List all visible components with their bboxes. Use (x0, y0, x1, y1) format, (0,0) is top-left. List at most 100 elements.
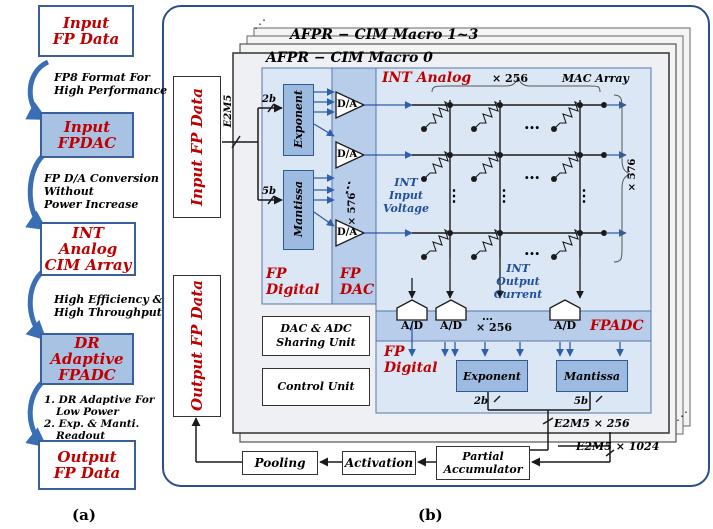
mac-node (497, 152, 503, 158)
activation-block: Activation (342, 451, 416, 475)
mac-node (551, 126, 557, 132)
input-voltage-line: INT (394, 176, 418, 189)
dac-label-3: D/A (337, 227, 358, 238)
flow-note-fp8: FP8 Format For High Performance (54, 71, 167, 97)
mac-array-grid (412, 100, 627, 260)
mac-row-dots-1: ⋮ (446, 186, 462, 205)
note-line: High Efficiency & (54, 293, 163, 306)
step-line: Adaptive (50, 350, 124, 368)
mac-node (497, 230, 503, 236)
mac-node (421, 126, 427, 132)
dac-label-1: D/A (337, 99, 358, 110)
mac-resistor (423, 100, 451, 130)
mac-col-dots-2: … (524, 164, 540, 183)
note-line: High Performance (54, 84, 168, 97)
adc-to-digital-arrows (408, 322, 624, 357)
panel-b-caption: (b) (418, 506, 443, 524)
mac-node (577, 102, 583, 108)
step-line: INT (72, 224, 104, 242)
adc-count: × 256 (476, 321, 513, 334)
step-line: CIM Array (44, 256, 132, 274)
input-fp-data-box (173, 76, 221, 218)
fp-dac-line: DAC (340, 282, 375, 298)
mac-col-dots-3: … (524, 240, 540, 259)
bits-exp-out-label: 2b (474, 396, 488, 407)
mac-resistor (423, 228, 451, 258)
dac-triangles (335, 90, 366, 248)
output-fp-data-label: Output FP Data (188, 280, 206, 411)
step-line: FPADC (58, 366, 116, 384)
mac-resistor (553, 100, 581, 130)
mac-resistor (473, 100, 501, 130)
note-line: Low Power (56, 406, 119, 418)
mac-row-dots-3: ⋮ (576, 186, 592, 205)
step-line: Input (62, 14, 110, 32)
partial-acc-line: Accumulator (443, 463, 523, 476)
flow-note-efficiency: High Efficiency & High Throughput (54, 293, 162, 319)
macro-front-title: AFPR − CIM Macro 0 (266, 50, 433, 66)
adc-shape-3 (549, 299, 581, 321)
fp-digital-out-line: Digital (384, 360, 438, 376)
e2m5-1024-label: E2M5 × 1024 (576, 440, 660, 453)
row-end-dot (601, 152, 607, 158)
dac-adc-sharing-unit: DAC & ADC Sharing Unit (262, 316, 370, 356)
note-line: 2. Exp. & Manti. (44, 418, 140, 430)
output-bus (191, 392, 615, 467)
input-fp-data-label: Input FP Data (188, 88, 206, 206)
mac-node (577, 230, 583, 236)
output-current-line: Output (496, 275, 540, 288)
panel-a-caption: (a) (72, 506, 96, 524)
step-line: DR (74, 334, 100, 352)
fp-dac-label: FP DAC (340, 266, 374, 298)
adc-shapes (396, 299, 581, 321)
stack-ellipsis-bottom: ⋰ (676, 409, 688, 423)
flow-step-output-fp-data: Output FP Data (38, 440, 136, 490)
adc-dots: … (482, 310, 493, 323)
note-line: FP8 Format For (54, 71, 150, 84)
input-voltage-line: Input (389, 189, 423, 202)
mac-node (497, 102, 503, 108)
pooling-block: Pooling (242, 451, 318, 475)
adc-label-1: A/D (401, 319, 424, 332)
adc-label-3: A/D (554, 319, 577, 332)
dac-triangle-2 (335, 140, 366, 170)
int-output-current: INT Output Current (486, 262, 550, 301)
flow-step-dr-adaptive-fpadc: DR Adaptive FPADC (40, 333, 134, 385)
activation-label: Activation (344, 456, 414, 470)
step-line: FP Data (53, 464, 121, 482)
partial-accumulator: Partial Accumulator (436, 446, 530, 480)
mantissa-block (283, 170, 314, 250)
dac-label-2: D/A (337, 149, 358, 160)
mac-resistor (553, 150, 581, 180)
exponent-label: Exponent (292, 89, 305, 149)
mantissa-out-label: Mantissa (563, 369, 621, 383)
row-count-label: × 576 (627, 158, 638, 192)
input-voltage-line: Voltage (383, 202, 429, 215)
mac-node (447, 230, 453, 236)
mac-node (471, 254, 477, 260)
e2m5-256-label: E2M5 × 256 (554, 417, 630, 430)
mac-node (421, 254, 427, 260)
row-end-dot (601, 230, 607, 236)
flow-step-input-fp-data: Input FP Data (38, 5, 134, 57)
mac-node (447, 102, 453, 108)
mac-node (447, 152, 453, 158)
flow-step-input-fpdac: Input FPDAC (40, 112, 134, 158)
sharing-unit-line: Sharing Unit (276, 336, 356, 349)
mac-resistor (423, 150, 451, 180)
e2m5-input-label: E2M5 (223, 94, 234, 128)
output-current-line: INT (506, 262, 530, 275)
adc-shape-2 (435, 299, 467, 321)
digital-to-dac-arrows (313, 88, 335, 227)
fp-dac-line: FP (340, 266, 361, 282)
mac-resistor (473, 228, 501, 258)
step-line: FPDAC (57, 134, 117, 152)
partial-acc-line: Partial (462, 450, 504, 463)
sharing-unit-line: DAC & ADC (280, 322, 352, 335)
row-brace (613, 94, 632, 263)
input-bus (222, 103, 283, 205)
int-analog-region (375, 67, 652, 312)
col-brace (431, 76, 601, 93)
exponent-out-block: Exponent (456, 360, 528, 392)
mac-node (471, 176, 477, 182)
